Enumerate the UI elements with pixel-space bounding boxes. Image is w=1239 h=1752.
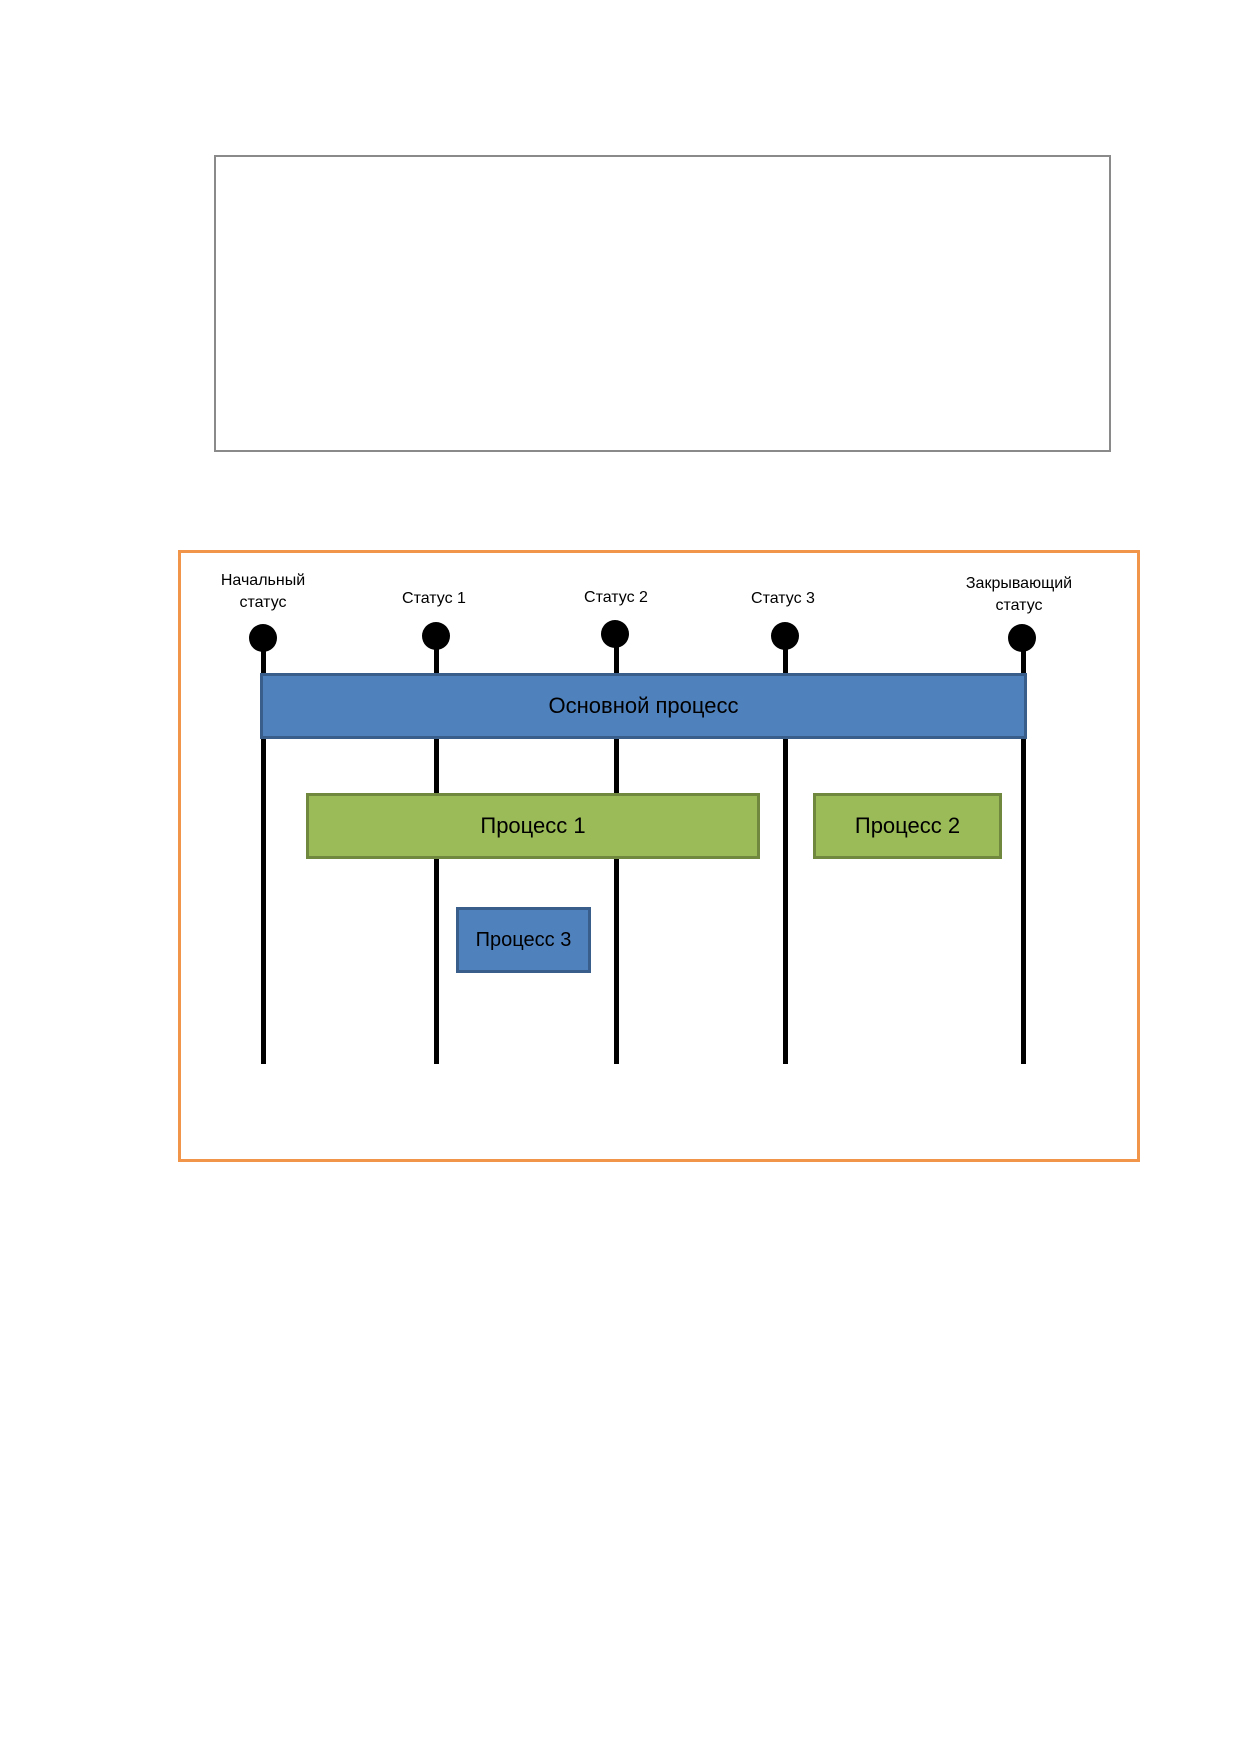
main-process-label: Основной процесс (548, 693, 739, 718)
status-label-start: Начальный статус (220, 572, 306, 611)
status-dot-start (249, 624, 277, 652)
process-3-bar: Процесс 3 (456, 907, 591, 973)
empty-frame (214, 155, 1111, 452)
status-dot-2 (601, 620, 629, 648)
status-label-closing: Закрывающий статус (965, 575, 1073, 614)
process-2-bar: Процесс 2 (813, 793, 1002, 859)
status-label-1: Статус 1 (402, 590, 466, 607)
main-process-bar: Основной процесс (260, 673, 1027, 739)
status-dot-closing (1008, 624, 1036, 652)
lane-line-3 (783, 637, 788, 1064)
process-1-bar: Процесс 1 (306, 793, 760, 859)
lane-line-closing (1021, 637, 1026, 1064)
process-1-label: Процесс 1 (480, 813, 586, 838)
status-label-3: Статус 3 (751, 590, 815, 607)
process-2-label: Процесс 2 (854, 813, 961, 838)
status-label-2: Статус 2 (584, 589, 648, 606)
lane-line-start (261, 637, 266, 1064)
status-dot-3 (771, 622, 799, 650)
process-3-label: Процесс 3 (475, 928, 572, 951)
status-dot-1 (422, 622, 450, 650)
